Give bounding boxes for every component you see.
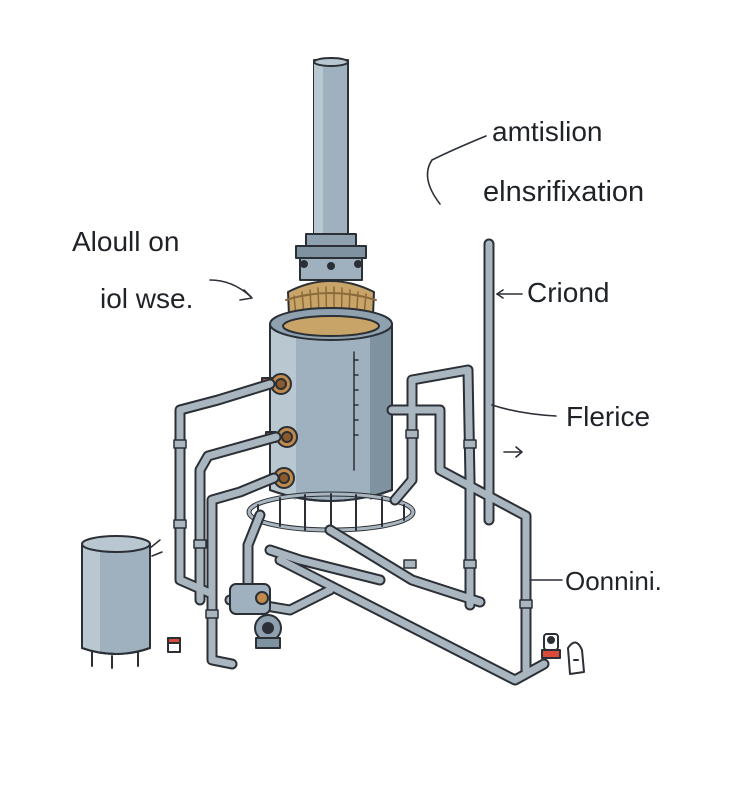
chimney-column xyxy=(295,57,367,281)
outlet-faucet xyxy=(541,633,585,675)
label-right-2: Flerice xyxy=(566,401,651,432)
label-right-1: Criond xyxy=(527,277,610,308)
label-left-2: iol wse. xyxy=(100,283,194,314)
side-tank xyxy=(81,535,163,669)
pump-assembly xyxy=(229,583,282,649)
pipe-network xyxy=(173,238,550,686)
label-top-right-2: elnsrifixation xyxy=(483,176,645,208)
label-right-3: Oonnini. xyxy=(565,566,662,596)
red-valve-left xyxy=(167,637,181,653)
label-left-1: Aloull on xyxy=(72,226,180,257)
label-top-right-1: amtislion xyxy=(492,116,603,147)
annotation-leaders xyxy=(209,135,563,581)
main-tank xyxy=(269,307,393,502)
